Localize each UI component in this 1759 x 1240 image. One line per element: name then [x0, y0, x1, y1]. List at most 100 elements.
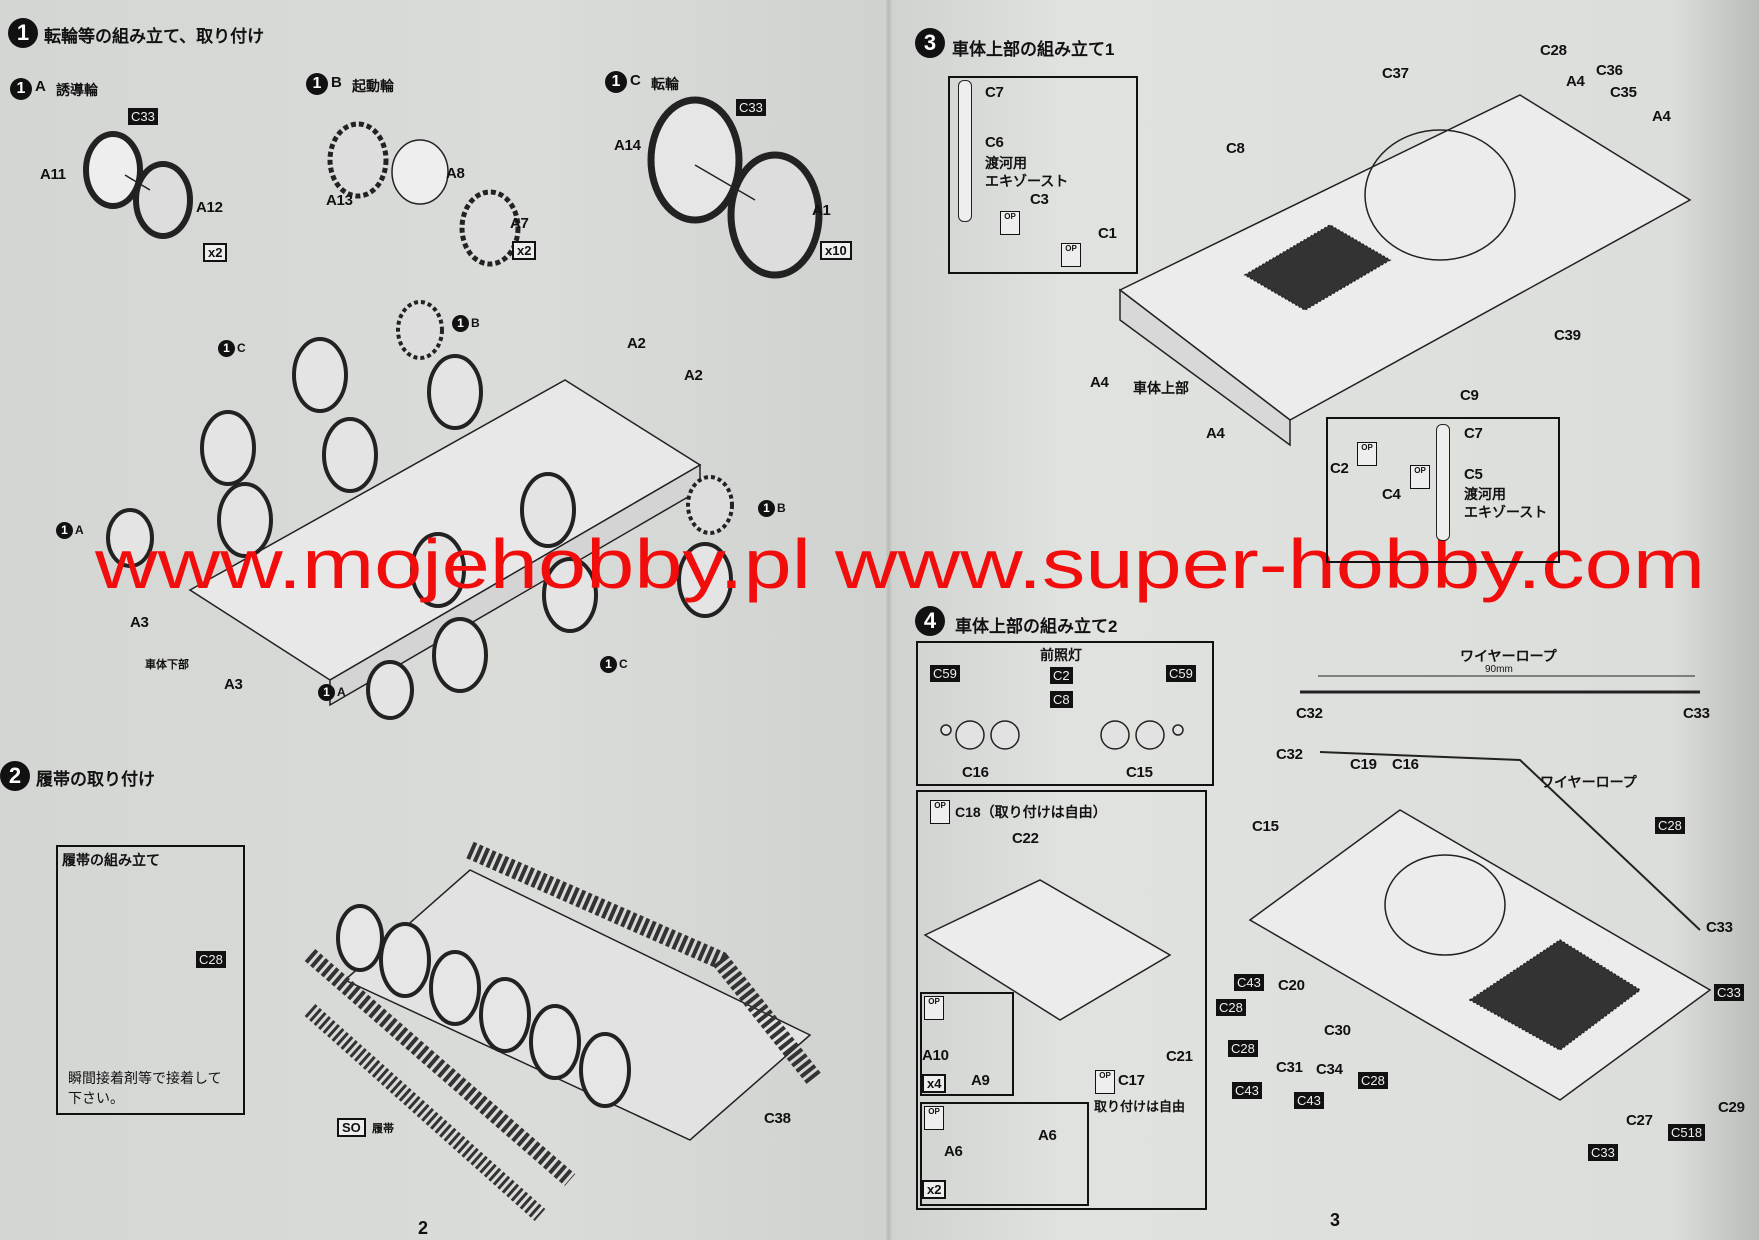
part-label: A10 [922, 1047, 949, 1064]
part-label: A7 [510, 215, 529, 232]
part-label: C27 [1626, 1112, 1653, 1129]
tracked-hull-drawing [304, 841, 823, 1221]
part-label: C33 [1706, 919, 1733, 936]
exhaust-inset-box-2 [1326, 417, 1560, 563]
optional-part-icon: OP [1357, 442, 1377, 466]
ref-letter: B [777, 501, 786, 515]
part-label: A2 [627, 335, 646, 352]
part-label: C19 [1350, 756, 1377, 773]
part-label: C21 [1166, 1048, 1193, 1065]
step-number: 1 [8, 18, 38, 48]
headlight-inset-box [916, 641, 1214, 786]
wire-rope-label: ワイヤーロープ [1540, 774, 1637, 790]
optional-part-icon: OP [1000, 211, 1020, 235]
part-label: C518 [1668, 1124, 1706, 1141]
sprocket-drawing [327, 121, 521, 267]
part-label: C22 [1012, 830, 1039, 847]
part-label: C4 [1382, 486, 1401, 503]
substep-title: 転輪 [651, 76, 679, 92]
part-label: C30 [1324, 1022, 1351, 1039]
inset-note: エキゾースト [1464, 504, 1548, 520]
inset-title: 履帯の組み立て [62, 852, 160, 868]
inset-note: エキゾースト [985, 173, 1069, 189]
ref-letter: C [237, 341, 246, 355]
part-label: C6 [985, 134, 1004, 151]
part-label: C28 [1228, 1040, 1258, 1057]
part-label: C5 [1464, 466, 1483, 483]
ref-letter: A [75, 523, 84, 537]
part-label: C2 [1050, 667, 1073, 684]
part-label: A13 [326, 192, 353, 209]
part-label: C32 [1276, 746, 1303, 763]
substep-title: 起動輪 [352, 78, 394, 94]
substep-letter: A [35, 78, 46, 95]
part-label: C38 [764, 1110, 791, 1127]
road-wheels-set [106, 337, 733, 720]
part-label: A6 [944, 1143, 963, 1160]
part-label: C7 [1464, 425, 1483, 442]
upper-hull-label: 車体上部 [1133, 380, 1189, 396]
part-label: C33 [1588, 1144, 1618, 1161]
step-number: 3 [915, 28, 945, 58]
part-label: C7 [985, 84, 1004, 101]
part-label: C35 [1610, 84, 1637, 101]
inset-note: 渡河用 [985, 155, 1027, 171]
quantity-badge: x2 [203, 243, 228, 262]
optional-part-icon: OP [924, 1106, 944, 1130]
inset-hull-drawing [923, 879, 1172, 1021]
part-label: C28 [1655, 817, 1685, 834]
upper-hull-drawing-2 [1248, 751, 1712, 1101]
exhaust-pipe-drawing [958, 80, 972, 222]
part-label: C15 [1126, 764, 1153, 781]
sprockets-set [396, 300, 734, 535]
part-label: C36 [1596, 62, 1623, 79]
quantity-badge: x4 [922, 1074, 947, 1093]
part-label: A4 [1090, 374, 1109, 391]
ref-letter: C [619, 657, 628, 671]
part-label: C28 [1540, 42, 1567, 59]
substep-letter: B [331, 74, 342, 91]
part-label: C20 [1278, 977, 1305, 994]
part-label: A4 [1566, 73, 1585, 90]
part-label: A11 [40, 166, 66, 183]
quantity-badge: x2 [512, 241, 537, 260]
inset-note: 瞬間接着剤等で接着して [68, 1070, 222, 1086]
part-label: C15 [1252, 818, 1279, 835]
quantity-badge: x10 [820, 241, 852, 260]
road-wheel-drawing [647, 96, 823, 279]
ref-letter: B [471, 316, 480, 330]
track-label: 履帯 [372, 1123, 394, 1135]
upper-hull-drawing-1 [1118, 94, 1692, 447]
part-label: C28 [1216, 999, 1246, 1016]
part-label: C32 [1296, 705, 1323, 722]
part-label: C18（取り付けは自由） [955, 804, 1107, 820]
part-label: C29 [1718, 1099, 1745, 1116]
part-label: C28 [1358, 1072, 1388, 1089]
part-label: C33 [736, 99, 766, 116]
part-label: C16 [1392, 756, 1419, 773]
part-label: C59 [930, 665, 960, 682]
ref-number: 1 [318, 684, 335, 701]
optional-part-icon: OP [1095, 1070, 1115, 1094]
inset-note: 下さい。 [68, 1090, 124, 1106]
part-label: A6 [1038, 1127, 1057, 1144]
part-label: C39 [1554, 327, 1581, 344]
ref-number: 1 [56, 522, 73, 539]
part-label: A4 [1652, 108, 1671, 125]
optional-part-icon: OP [1061, 243, 1081, 267]
headlight-title: 前照灯 [1040, 647, 1082, 663]
ref-number: 1 [758, 500, 775, 517]
part-label: C2 [1330, 460, 1349, 477]
quantity-badge: x2 [922, 1180, 947, 1199]
substep-number: 1 [306, 73, 328, 95]
optional-part-icon: OP [1410, 465, 1430, 489]
part-label: C8 [1226, 140, 1245, 157]
step-title: 車体上部の組み立て2 [955, 617, 1118, 636]
ref-number: 1 [600, 656, 617, 673]
substep-number: 1 [605, 71, 627, 93]
part-label: C28 [196, 951, 226, 968]
part-label: C33 [128, 108, 158, 125]
wire-length: 90mm [1485, 664, 1513, 675]
idler-wheel-drawing [83, 131, 193, 239]
